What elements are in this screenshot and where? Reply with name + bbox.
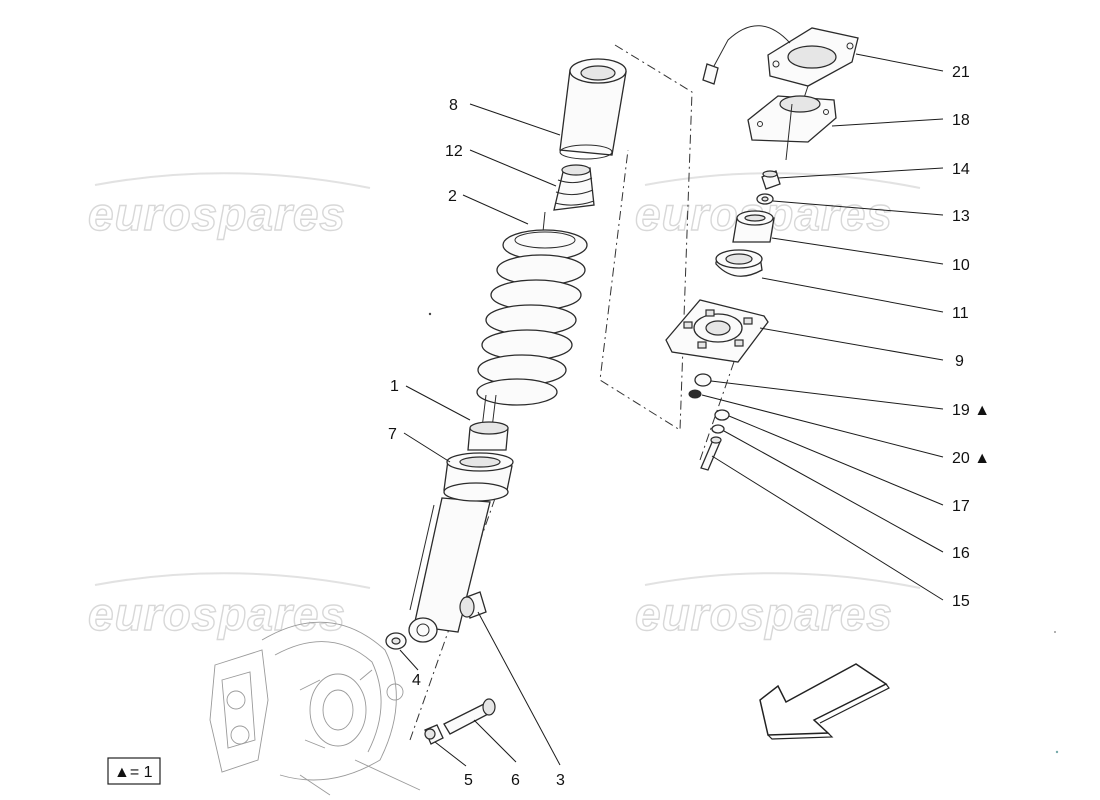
direction-arrow xyxy=(759,663,890,740)
part-12-bump-stop xyxy=(553,164,595,211)
callout-7: 7 xyxy=(388,426,397,443)
part-16-washer xyxy=(711,424,725,434)
callout-18: 18 xyxy=(952,112,970,129)
legend-text: ▲= 1 xyxy=(114,764,153,781)
part-4-washer xyxy=(385,632,407,650)
callout-14: 14 xyxy=(952,161,970,178)
callout-6: 6 xyxy=(511,772,520,789)
callout-10: 10 xyxy=(952,257,970,274)
part-8-spring-top-cup xyxy=(559,58,627,160)
svg-text:eurospares: eurospares xyxy=(88,588,346,640)
callout-8: 8 xyxy=(449,97,458,114)
part-5-nut xyxy=(424,724,444,745)
svg-text:eurospares: eurospares xyxy=(635,588,893,640)
wheel-hub-brake-assembly xyxy=(209,621,421,796)
legend-box: ▲= 1 xyxy=(107,757,161,785)
callout-4: 4 xyxy=(412,672,421,689)
part-17-washer xyxy=(714,409,730,421)
part-21-sensor-plate xyxy=(702,25,859,99)
leader-lines xyxy=(399,53,944,767)
part-15-bolt xyxy=(700,436,722,471)
scan-specks xyxy=(428,312,1059,754)
part-1-shock-absorber xyxy=(408,394,509,643)
callout-12: 12 xyxy=(445,143,463,160)
watermark-bottom-right: eurospares xyxy=(634,572,921,641)
callout-16: 16 xyxy=(952,545,970,562)
callout-5: 5 xyxy=(464,772,473,789)
watermark-bottom-left: eurospares xyxy=(87,572,371,641)
callout-13: 13 xyxy=(952,208,970,225)
part-9-rubber-mount xyxy=(665,299,769,363)
callout-9: 9 xyxy=(955,353,964,370)
part-6-bolt xyxy=(443,698,496,735)
callout-11: 11 xyxy=(952,305,969,322)
part-11-cup xyxy=(715,249,763,277)
part-13-washer xyxy=(756,193,774,205)
part-19-washer xyxy=(694,373,712,387)
part-7-spring-seat xyxy=(443,452,514,502)
part-3-bush xyxy=(459,591,487,619)
callout-19: 19 ▲ xyxy=(952,402,990,419)
callout-15: 15 xyxy=(952,593,970,610)
svg-text:eurospares: eurospares xyxy=(88,188,346,240)
part-10-bushing xyxy=(732,210,775,243)
part-20-nut xyxy=(688,389,702,399)
callout-2: 2 xyxy=(448,188,457,205)
callout-17: 17 xyxy=(952,498,970,515)
callout-1: 1 xyxy=(390,378,399,395)
callout-21: 21 xyxy=(952,64,970,81)
part-14-nut xyxy=(761,170,781,190)
callout-20: 20 ▲ xyxy=(952,450,990,467)
watermark-top-left: eurospares xyxy=(87,172,371,241)
part-2-coil-spring xyxy=(476,211,588,406)
part-18-mount-plate xyxy=(747,95,837,161)
callout-3: 3 xyxy=(556,772,565,789)
